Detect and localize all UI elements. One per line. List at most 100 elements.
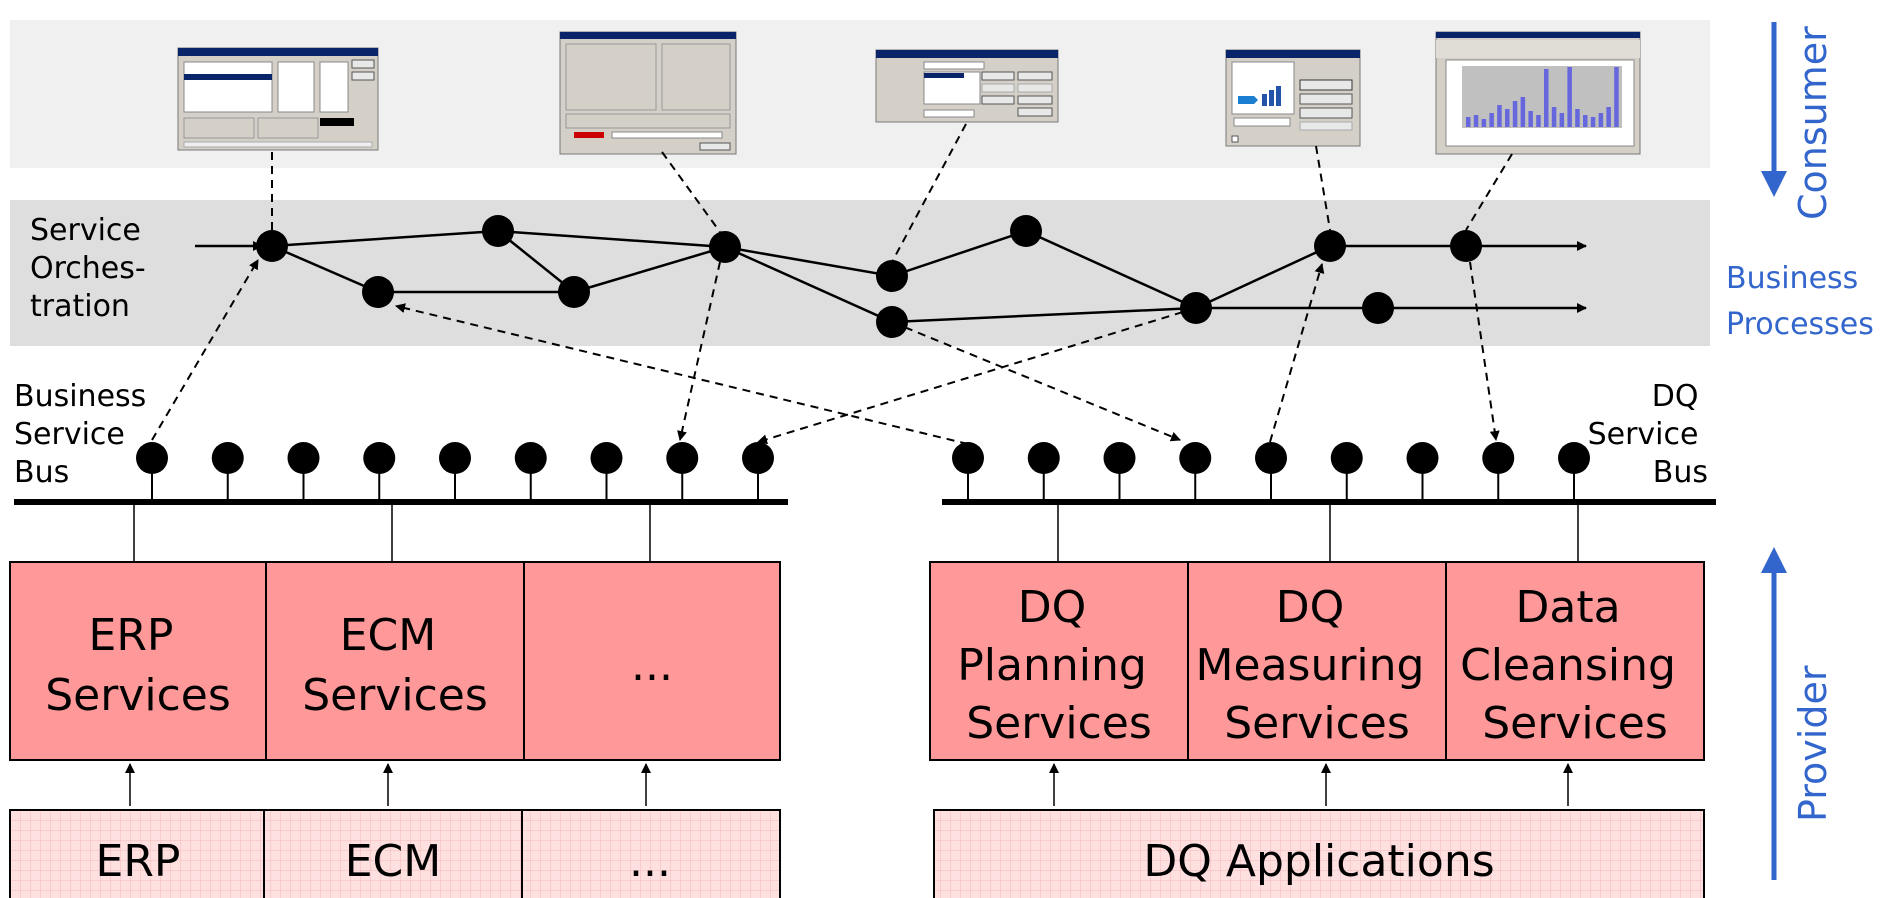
dqsb-line-3: Bus xyxy=(1653,455,1708,490)
svg-text:DQ Planning Servic: DQ Planning Services xyxy=(957,582,1161,749)
excel-chart-bar xyxy=(1497,105,1502,127)
svg-text:DQ Measuring Servi: DQ Measuring Services xyxy=(1196,582,1439,749)
bus-pin xyxy=(514,442,547,474)
bus-pin xyxy=(1330,442,1363,474)
business-service-bus-label: Business Service Bus xyxy=(14,379,156,490)
bus-pin xyxy=(1179,442,1212,474)
business-processes-label: Business Processes xyxy=(1726,261,1874,342)
erp-services-box xyxy=(9,561,267,761)
data-cleansing-line-1: Data xyxy=(1515,582,1620,633)
excel-chart-bar xyxy=(1606,107,1611,127)
erp-services-line-2: Services xyxy=(45,670,231,721)
bus-pin xyxy=(363,442,396,474)
orchestration-flows xyxy=(195,229,1587,324)
data-cleansing-line-2: Cleansing xyxy=(1460,640,1676,691)
bus-pin xyxy=(287,442,320,474)
dqsb-line-2: Service xyxy=(1588,417,1699,452)
application-box-right: DQ Applications xyxy=(933,809,1705,898)
more-app-box xyxy=(521,809,781,898)
svg-text:ECM Services: ECM Services xyxy=(302,610,488,721)
more-app-label: ... xyxy=(629,836,671,887)
svg-text:Data Cleansing Ser: Data Cleansing Services xyxy=(1460,582,1690,749)
erp-app-box xyxy=(9,809,265,898)
font-dialog-screenshot xyxy=(177,47,379,151)
bus-pin xyxy=(952,442,984,474)
service-boxes-left: ERP Services ECM Services ... xyxy=(9,561,781,761)
excel-chart-bar xyxy=(1551,107,1557,127)
bsb-line-2: Service xyxy=(14,417,125,452)
settings-dialog-screenshot xyxy=(559,31,737,155)
bus-pin xyxy=(136,442,168,474)
bus-pin xyxy=(1255,442,1287,474)
erp-app-label: ERP xyxy=(96,836,181,887)
dq-measuring-line-1: DQ xyxy=(1276,582,1345,633)
data-cleansing-services-box xyxy=(1445,561,1705,761)
svg-text:ERP Services: ERP Services xyxy=(45,610,231,721)
excel-chart-bar xyxy=(1466,117,1471,127)
bus-pin xyxy=(742,442,774,474)
excel-chart-bar xyxy=(1583,115,1588,127)
bus-pin xyxy=(211,442,244,474)
ecm-app-label: ECM xyxy=(345,836,442,887)
ecm-app-box xyxy=(263,809,523,898)
ecm-services-box xyxy=(265,561,525,761)
dq-applications-box xyxy=(933,809,1705,898)
business-processes-line-2: Processes xyxy=(1726,307,1874,342)
provider-label: Provider xyxy=(1791,665,1835,822)
dq-service-bus-pins xyxy=(952,442,1590,502)
orchestration-line-1: Service xyxy=(30,213,141,248)
dq-measuring-line-3: Services xyxy=(1224,698,1410,749)
bus-pin xyxy=(1103,442,1136,474)
excel-chart-bar xyxy=(1567,67,1572,127)
service-orchestration-label: Service Orches- tration xyxy=(30,213,155,324)
spelling-dialog-screenshot xyxy=(875,49,1059,123)
excel-chart-bar xyxy=(1536,115,1541,127)
more-services-box xyxy=(523,561,781,761)
svg-text:...: ... xyxy=(631,640,673,691)
ecm-services-line-2: Services xyxy=(302,670,488,721)
dq-planning-line-1: DQ xyxy=(1018,582,1087,633)
application-boxes-left: ERP ECM ... xyxy=(9,809,781,898)
data-cleansing-line-3: Services xyxy=(1482,698,1668,749)
dq-planning-services-box xyxy=(929,561,1189,761)
excel-chart-bar xyxy=(1559,113,1565,127)
bus-pin xyxy=(666,442,699,474)
excel-chart-bar xyxy=(1512,101,1518,127)
bus-pin xyxy=(1558,442,1590,474)
bsb-line-1: Business xyxy=(14,379,146,414)
dq-service-bus-label: DQ Service Bus xyxy=(1588,379,1708,490)
excel-chart-bar xyxy=(1598,113,1604,127)
ecm-services-line-1: ECM xyxy=(340,610,437,661)
excel-chart-bar xyxy=(1544,69,1549,127)
bus-pin xyxy=(1406,442,1439,474)
excel-chart-bar xyxy=(1473,115,1479,127)
service-boxes-right: DQ Planning Services DQ Measuring Servic… xyxy=(929,561,1705,761)
excel-chart-bar xyxy=(1481,119,1487,127)
excel-chart-bar xyxy=(1520,97,1526,127)
business-processes-line-1: Business xyxy=(1726,261,1858,296)
excel-chart-bar xyxy=(1614,67,1619,127)
consumer-label: Consumer xyxy=(1791,26,1835,220)
bus-pin xyxy=(1482,442,1515,474)
erp-services-line-1: ERP xyxy=(89,610,174,661)
orchestration-line-2: Orches- xyxy=(30,251,146,286)
excel-chart-bar xyxy=(1505,109,1510,127)
bus-connectors xyxy=(133,502,1579,562)
background-dialog-screenshot xyxy=(1225,49,1361,147)
dq-planning-line-3: Services xyxy=(966,698,1152,749)
excel-chart-bar xyxy=(1575,109,1580,127)
bsb-line-3: Bus xyxy=(14,455,69,490)
dq-applications-label: DQ Applications xyxy=(1143,836,1494,887)
bus-pin xyxy=(439,442,471,474)
orchestration-line-3: tration xyxy=(30,289,130,324)
excel-chart-bar xyxy=(1590,117,1596,127)
orchestration-nodes xyxy=(256,215,1482,338)
orchestration-band xyxy=(10,200,1710,346)
more-services-line-1: ... xyxy=(631,640,673,691)
excel-chart-bars xyxy=(1466,67,1619,127)
excel-chart-screenshot xyxy=(1435,31,1641,155)
bus-pin xyxy=(1027,442,1060,474)
dq-measuring-line-2: Measuring xyxy=(1196,640,1425,691)
dashed-connectors xyxy=(151,123,1513,445)
bus-pin xyxy=(590,442,623,474)
